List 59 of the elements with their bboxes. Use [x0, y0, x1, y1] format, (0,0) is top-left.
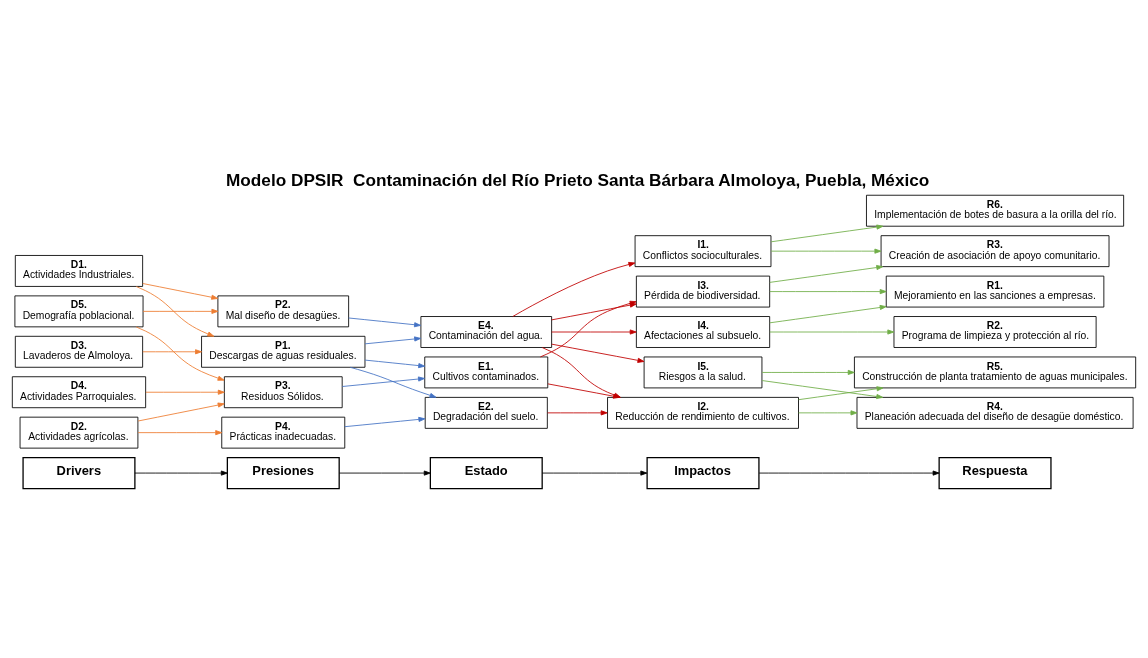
node-box: Estado: [429, 456, 543, 490]
diagram-title: Modelo DPSIR Contaminación del Río Prieto Santa Bárbara Almoloya, Puebla, México: [226, 169, 930, 190]
arrow: [349, 366, 437, 398]
node-box: P1. Descargas de aguas residuales.: [201, 335, 366, 368]
arrow: [551, 329, 637, 335]
arrow: [137, 430, 223, 436]
arrow: [770, 248, 882, 254]
arrow: [769, 289, 887, 295]
arrow: [364, 336, 422, 345]
arrow: [142, 283, 219, 300]
node-box: D5. Demografía poblacional.: [14, 295, 144, 328]
arrow: [798, 386, 884, 401]
node-box: R2. Programa de limpieza y protección al río.: [893, 316, 1097, 348]
node-box: P2. Mal diseño de desagües.: [217, 295, 350, 328]
arrow: [135, 326, 225, 381]
arrow: [364, 359, 426, 369]
node-box: I3. Pérdida de biodiversidad.: [635, 275, 771, 308]
arrow: [341, 376, 425, 387]
arrow: [145, 389, 225, 395]
node-box: Impactos: [646, 456, 760, 490]
arrow: [798, 410, 858, 416]
node-box: R5. Construcción de planta tratamiento de aguas municipales.: [854, 356, 1137, 389]
arrow: [551, 343, 645, 363]
arrow: [761, 380, 884, 400]
arrow: [758, 470, 940, 476]
node-box: R1. Mejoramiento en las sanciones a empresas.: [885, 275, 1105, 308]
node-box: D2. Actividades agrícolas.: [19, 416, 139, 449]
node-box: D3. Lavaderos de Almoloya.: [14, 335, 144, 368]
node-box: Presiones: [226, 456, 340, 490]
node-box: I5. Riesgos a la salud.: [643, 356, 763, 389]
arrow: [344, 416, 426, 428]
node-box: D4. Actividades Parroquiales.: [11, 376, 147, 409]
arrow: [142, 349, 202, 355]
arrow: [770, 224, 884, 243]
node-box: E2. Degradación del suelo.: [424, 396, 548, 429]
node-box: Respuesta: [938, 456, 1052, 490]
arrow: [338, 470, 431, 476]
arrow: [135, 286, 215, 337]
node-box: I2. Reducción de rendimiento de cultivos.: [607, 396, 799, 429]
node-box: I1. Conflictos socioculturales.: [634, 235, 772, 268]
arrow: [769, 304, 887, 324]
node-box: D1. Actividades Industriales.: [14, 255, 144, 287]
node-box: E4. Contaminación del agua.: [420, 316, 553, 348]
arrow: [137, 402, 225, 422]
node-box: Drivers: [22, 456, 136, 490]
arrow: [541, 470, 648, 476]
node-box: R3. Creación de asociación de apoyo comunitario.: [880, 235, 1110, 268]
arrow: [547, 410, 608, 416]
node-box: P4. Prácticas inadecuadas.: [221, 416, 346, 449]
arrow: [142, 308, 219, 314]
node-box: P3. Residuos Sólidos.: [223, 376, 343, 409]
arrow: [348, 317, 421, 328]
arrow: [134, 470, 228, 476]
node-box: I4. Afectaciones al subsuelo.: [635, 316, 771, 348]
arrow: [769, 329, 895, 335]
node-box: R6. Implementación de botes de basura a la orilla del río.: [866, 194, 1125, 227]
node-box: E1. Cultivos contaminados.: [424, 356, 549, 389]
arrow: [769, 265, 884, 283]
arrow: [761, 369, 855, 375]
